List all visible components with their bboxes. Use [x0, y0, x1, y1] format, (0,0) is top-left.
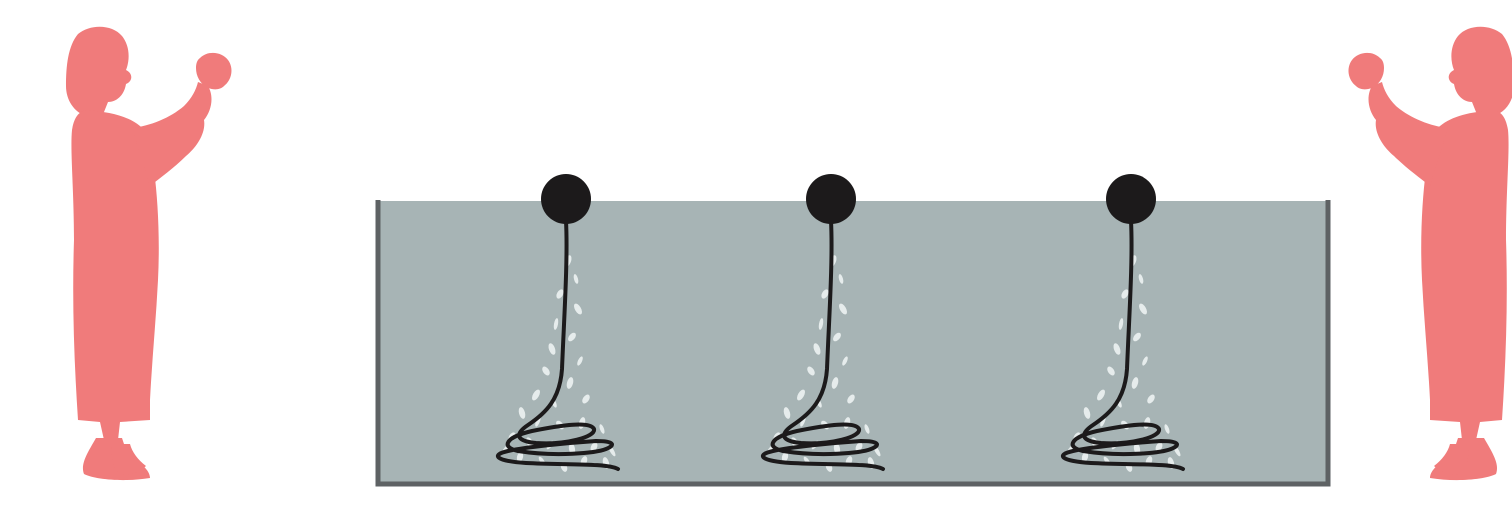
- left-figure: [66, 27, 231, 480]
- right-figure: [1349, 27, 1512, 480]
